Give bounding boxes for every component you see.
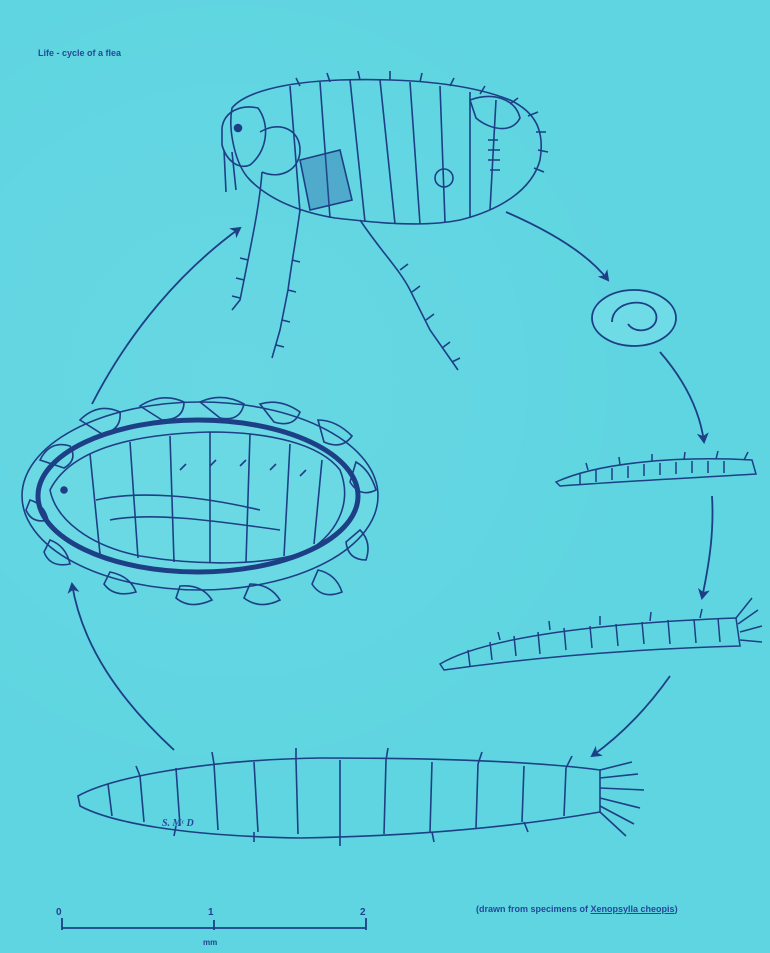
scale-unit: mm xyxy=(203,938,217,947)
scale-tick-0: 0 xyxy=(56,907,62,918)
arrow-larva2-to-larva3 xyxy=(592,676,670,756)
credit-species: Xenopsylla cheopis xyxy=(591,904,675,914)
second-instar-larva xyxy=(440,598,762,670)
arrow-pupa-to-adult xyxy=(92,228,240,404)
specimen-credit: (drawn from specimens of Xenopsylla cheo… xyxy=(476,904,678,914)
artist-signature: S. Mᶜ D xyxy=(162,818,194,829)
adult-flea xyxy=(222,71,548,370)
credit-prefix: (drawn from specimens of xyxy=(476,904,591,914)
flea-egg xyxy=(592,290,676,346)
arrow-adult-to-egg xyxy=(506,212,608,280)
arrow-larva3-to-pupa xyxy=(72,584,174,750)
pupa-in-cocoon xyxy=(22,397,378,604)
credit-suffix: ) xyxy=(675,904,678,914)
arrow-egg-to-larva1 xyxy=(660,352,704,442)
first-instar-larva xyxy=(556,451,756,486)
arrow-larva1-to-larva2 xyxy=(702,496,713,598)
scale-bar xyxy=(62,918,366,930)
scale-tick-2: 2 xyxy=(360,907,366,918)
scale-tick-1: 1 xyxy=(208,907,214,918)
third-instar-larva xyxy=(78,748,644,846)
